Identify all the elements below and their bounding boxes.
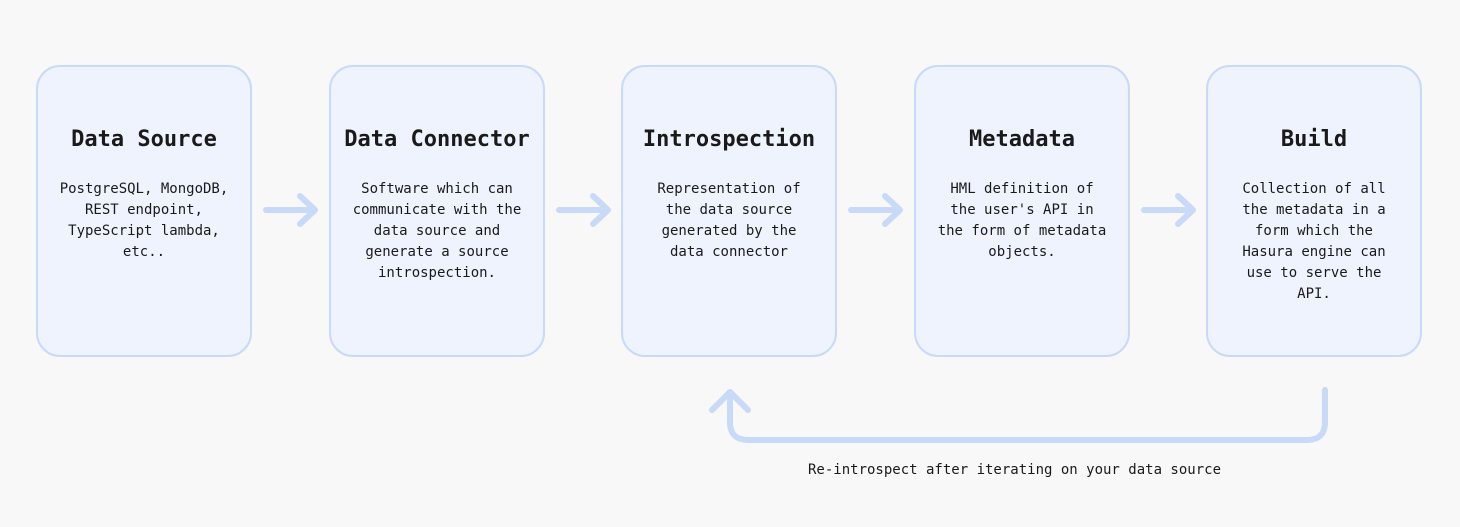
right-arrow-icon [1141, 193, 1196, 227]
step-title: Introspection [642, 127, 816, 152]
step-description: Software which can communicate with the … [352, 181, 522, 281]
step-title: Data Connector [344, 127, 530, 152]
step-title: Metadata [969, 127, 1075, 152]
step-description: Collection of all the metadata in a form… [1242, 181, 1386, 302]
feedback-loop-label: Re-introspect after iterating on your da… [808, 462, 1222, 478]
right-arrow-icon [263, 193, 318, 227]
step-description: Representation of the data source genera… [657, 181, 801, 260]
right-arrow-icon [848, 193, 903, 227]
step-title: Data Source [71, 127, 217, 152]
step-card-metadata: Metadata HML definition of the user's AP… [914, 65, 1130, 357]
feedback-loop-arrow-icon [709, 387, 1328, 443]
step-card-data-connector: Data Connector Software which can commun… [329, 65, 545, 357]
step-card-introspection: Introspection Representation of the data… [621, 65, 837, 357]
right-arrow-icon [556, 193, 611, 227]
step-title: Build [1280, 127, 1348, 152]
step-description: PostgreSQL, MongoDB, REST endpoint, Type… [59, 181, 229, 260]
step-description: HML definition of the user's API in the … [937, 181, 1107, 260]
step-card-build: Build Collection of all the metadata in … [1206, 65, 1422, 357]
step-card-data-source: Data Source PostgreSQL, MongoDB, REST en… [36, 65, 252, 357]
